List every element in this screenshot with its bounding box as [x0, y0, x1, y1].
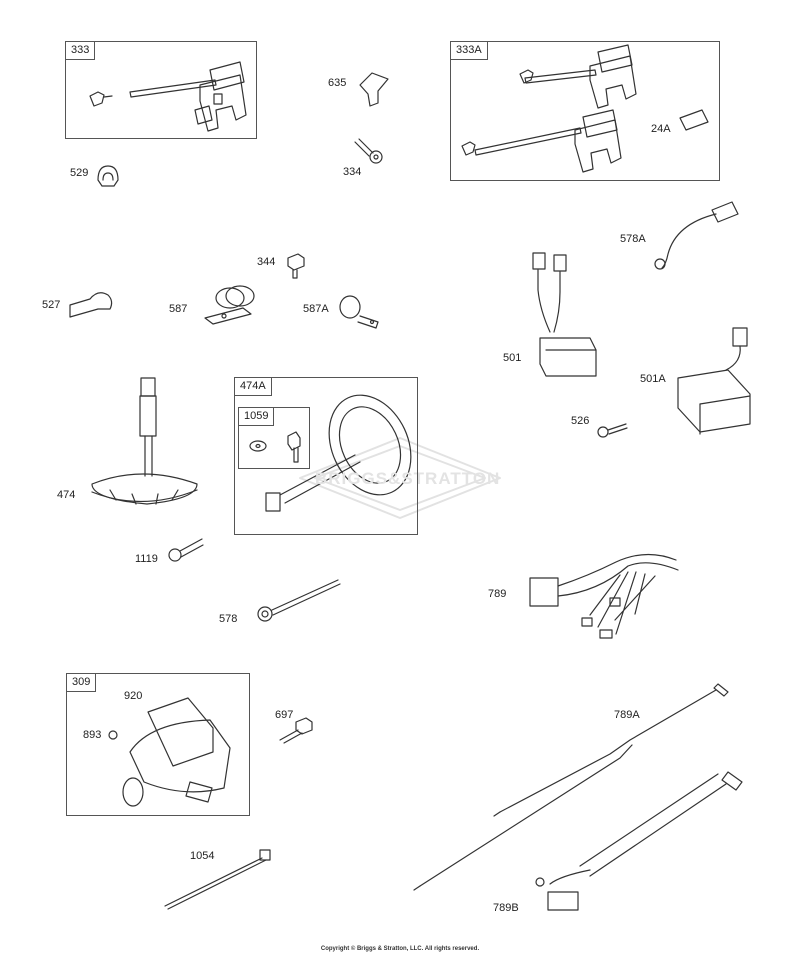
box-1059: 1059	[238, 407, 310, 469]
box-309-label: 309	[67, 674, 97, 692]
part-474A-alternator	[265, 394, 412, 512]
label-587A: 587A	[303, 303, 329, 315]
label-893: 893	[83, 729, 102, 741]
part-501-regulator	[532, 252, 597, 377]
part-344-screw	[287, 253, 305, 279]
part-526-screw	[597, 423, 628, 438]
part-309-starter	[108, 697, 231, 807]
label-344: 344	[257, 256, 276, 268]
part-333A-ignition-coils	[461, 44, 637, 173]
watermark-text: BRIGGS&STRATTON	[315, 469, 501, 488]
label-789: 789	[488, 588, 507, 600]
box-333A-label: 333A	[451, 42, 488, 60]
label-635: 635	[328, 77, 347, 89]
label-1054: 1054	[190, 850, 215, 862]
part-527-clamp	[69, 292, 113, 318]
part-587-clamp	[204, 285, 255, 325]
part-789A-lead	[413, 683, 729, 891]
part-587A-clamp	[339, 295, 379, 329]
part-333-ignition-coil	[89, 61, 247, 132]
part-501A-regulator	[677, 327, 751, 435]
part-334-screw	[354, 138, 383, 164]
label-24A: 24A	[651, 123, 671, 135]
part-1054-cable-tie	[164, 849, 271, 910]
label-578: 578	[219, 613, 238, 625]
watermark-logo	[299, 437, 501, 519]
part-529-clip	[97, 165, 119, 187]
label-789B: 789B	[493, 902, 519, 914]
label-529: 529	[70, 167, 89, 179]
part-635	[359, 72, 389, 107]
label-578A: 578A	[620, 233, 646, 245]
label-1119: 1119	[135, 553, 158, 565]
label-527: 527	[42, 299, 61, 311]
part-789-harness	[529, 553, 679, 639]
label-789A: 789A	[614, 709, 640, 721]
part-24A	[679, 109, 709, 131]
box-333A: 333A	[450, 41, 720, 181]
copyright-notice: Copyright © Briggs & Stratton, LLC. All …	[320, 946, 480, 952]
part-578A-lead	[654, 201, 739, 270]
label-501: 501	[503, 352, 522, 364]
label-474: 474	[57, 489, 76, 501]
label-334: 334	[343, 166, 362, 178]
label-920: 920	[124, 690, 143, 702]
label-501A: 501A	[640, 373, 666, 385]
box-309: 309	[66, 673, 250, 816]
part-578-lead	[257, 579, 341, 622]
box-1059-label: 1059	[239, 408, 275, 426]
box-333-label: 333	[66, 42, 96, 60]
part-789B-harness	[535, 771, 743, 911]
box-474A-label: 474A	[235, 378, 272, 396]
part-1059-washer	[249, 431, 301, 463]
label-526: 526	[571, 415, 590, 427]
label-697: 697	[275, 709, 294, 721]
box-474A: 474A	[234, 377, 418, 535]
label-587: 587	[169, 303, 188, 315]
box-333: 333	[65, 41, 257, 139]
part-474-alternator	[91, 377, 198, 505]
part-1119-screw	[168, 538, 204, 562]
part-697-bolt	[279, 717, 313, 744]
